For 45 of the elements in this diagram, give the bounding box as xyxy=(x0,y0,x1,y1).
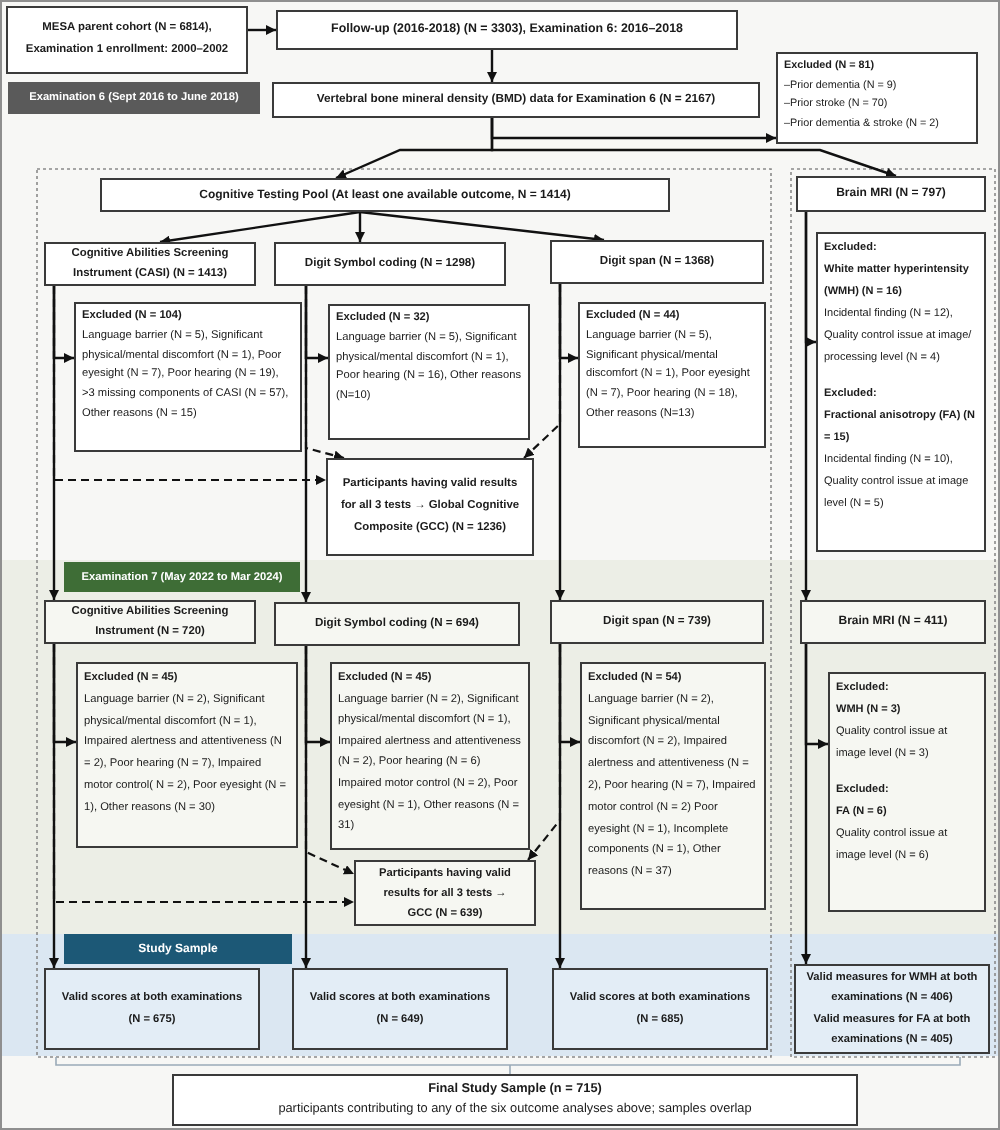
section-banner xyxy=(64,934,292,964)
arrow xyxy=(301,286,311,602)
process-box xyxy=(800,600,986,644)
process-box xyxy=(100,178,670,212)
arrow xyxy=(248,25,276,35)
process-box xyxy=(550,240,764,284)
exclusion-box xyxy=(578,302,766,448)
process-box xyxy=(44,242,256,286)
exclusion-box xyxy=(76,662,298,848)
section-banner xyxy=(8,82,260,114)
process-box xyxy=(326,458,534,556)
arrow xyxy=(159,210,361,246)
exclusion-box xyxy=(776,52,978,144)
exclusion-box xyxy=(330,662,530,850)
exclusion-box xyxy=(74,302,302,452)
process-box xyxy=(796,176,986,212)
result-box xyxy=(292,968,508,1050)
exclusion-box xyxy=(816,232,986,552)
arrow xyxy=(359,210,605,244)
process-box xyxy=(44,600,256,644)
arrow xyxy=(801,644,811,964)
arrow xyxy=(355,212,365,242)
process-box xyxy=(6,6,248,74)
process-box xyxy=(276,10,738,50)
process-box xyxy=(274,242,506,286)
arrow xyxy=(301,646,311,968)
process-box xyxy=(274,602,520,646)
section-banner xyxy=(64,562,300,592)
exclusion-box xyxy=(828,672,986,912)
result-box xyxy=(552,968,768,1050)
arrow xyxy=(487,50,497,82)
exclusion-box xyxy=(328,304,530,440)
arrow xyxy=(555,284,565,600)
process-box xyxy=(354,860,536,926)
process-box xyxy=(272,82,760,118)
arrow xyxy=(555,644,565,968)
result-box xyxy=(44,968,260,1050)
process-box xyxy=(172,1074,858,1126)
exclusion-box xyxy=(580,662,766,910)
arrow xyxy=(801,212,811,600)
process-box xyxy=(550,600,764,644)
arrow xyxy=(490,118,897,178)
arrow xyxy=(49,286,59,600)
arrow xyxy=(49,644,59,968)
result-box xyxy=(794,964,990,1054)
